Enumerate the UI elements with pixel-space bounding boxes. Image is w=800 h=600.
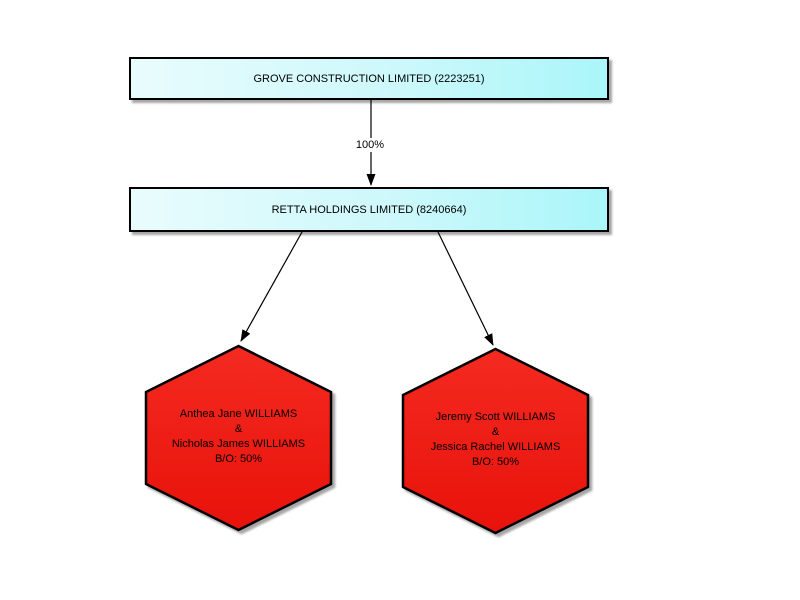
- owner-right-hexagon: [401, 347, 590, 535]
- owner-left-label: Anthea Jane WILLIAMS & Nicholas James WI…: [148, 407, 329, 467]
- node-parent-company: GROVE CONSTRUCTION LIMITED (2223251): [129, 57, 609, 100]
- edge-subsidiary-to-owner-right: [437, 231, 494, 346]
- owner-right-share: B/O: 50%: [471, 456, 520, 468]
- owner-left-ampersand: &: [234, 423, 243, 435]
- parent-company-label: GROVE CONSTRUCTION LIMITED (2223251): [253, 72, 485, 85]
- owner-right-name-1: Jeremy Scott WILLIAMS: [435, 411, 556, 423]
- node-subsidiary-company: RETTA HOLDINGS LIMITED (8240664): [129, 187, 609, 232]
- subsidiary-company-label: RETTA HOLDINGS LIMITED (8240664): [271, 203, 467, 216]
- ownership-percentage-label: 100%: [347, 138, 393, 152]
- owner-left-name-2: Nicholas James WILLIAMS: [171, 438, 306, 450]
- owner-left-hexagon: [144, 344, 333, 532]
- owner-left-share: B/O: 50%: [214, 453, 263, 465]
- owner-left-name-1: Anthea Jane WILLIAMS: [179, 408, 298, 420]
- owner-right-name-2: Jessica Rachel WILLIAMS: [430, 441, 561, 453]
- owner-right-label: Jeremy Scott WILLIAMS & Jessica Rachel W…: [405, 410, 586, 470]
- edge-subsidiary-to-owner-left: [240, 231, 303, 342]
- owner-right-ampersand: &: [491, 426, 500, 438]
